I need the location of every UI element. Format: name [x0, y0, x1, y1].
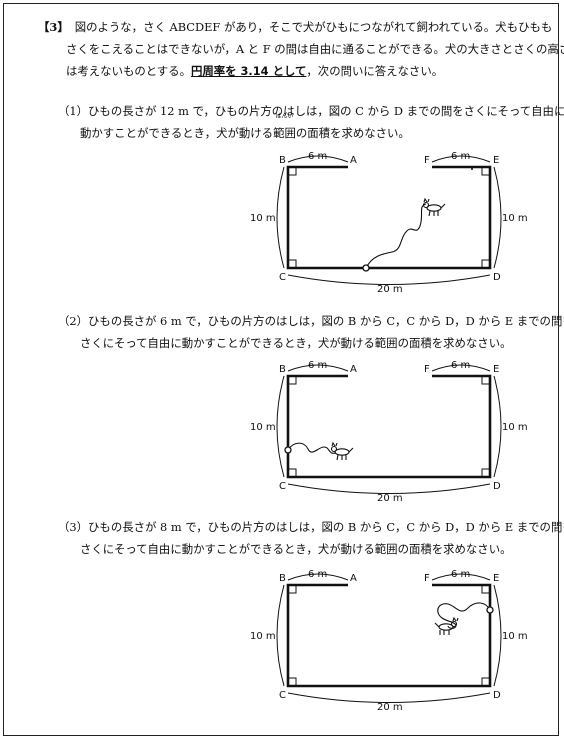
right-angle-mark-e — [481, 167, 490, 176]
dim-fe: 6 m — [451, 360, 470, 371]
label-d: D — [493, 481, 501, 492]
dim-arc-fe — [431, 573, 491, 581]
fence-diagram-1: B A F E C D 6 m 6 m 10 m 10 m 20 m — [250, 151, 528, 295]
dim-arc-bottom — [287, 483, 491, 494]
right-angle-mark-c — [288, 468, 297, 477]
question-3: （3）ひもの長さが 8 m で，ひもの片方のはしは，図の B から C，C から… — [58, 516, 564, 560]
question-2-line-2: さくにそって自由に動かすことができるとき，犬が動ける範囲の面積を求めなさい。 — [80, 336, 512, 350]
right-angle-mark-b — [288, 585, 297, 594]
label-a: A — [350, 364, 357, 375]
label-f: F — [424, 155, 430, 166]
dim-fe: 6 m — [451, 569, 470, 580]
leash-anchor — [284, 446, 292, 454]
leash — [437, 602, 491, 629]
right-angle-mark-b — [288, 167, 297, 176]
right-angle-mark-c — [288, 677, 297, 686]
fence-diagram-3: B A F E C D 6 m 6 m 10 m 10 m 20 m — [250, 569, 528, 713]
dim-arc-ab — [287, 155, 349, 163]
intro-line-3: は考えないものとする。円周率を 3.14 として，次の問いに答えなさい。 — [66, 64, 444, 78]
label-f: F — [424, 364, 430, 375]
fence-path — [286, 583, 492, 688]
dim-arc-left — [276, 166, 285, 269]
fence-dot — [471, 168, 473, 170]
question-2: （2）ひもの長さが 6 m で，ひもの片方のはしは，図の B から C，C から… — [58, 310, 564, 354]
dim-arc-left — [276, 584, 285, 687]
dim-ab: 6 m — [308, 360, 327, 371]
label-b: B — [279, 364, 286, 375]
dim-arc-right — [493, 584, 502, 687]
label-f: F — [424, 573, 430, 584]
dim-left: 10 m — [250, 422, 276, 433]
fence-path — [286, 165, 492, 270]
dim-ab: 6 m — [308, 151, 327, 162]
dim-arc-bottom — [287, 274, 491, 285]
dim-right: 10 m — [502, 422, 528, 433]
dim-bottom: 20 m — [377, 493, 403, 504]
dim-fe: 6 m — [451, 151, 470, 162]
question-3-line-2: さくにそって自由に動かすことができるとき，犬が動ける範囲の面積を求めなさい。 — [80, 542, 512, 556]
dim-right: 10 m — [502, 631, 528, 642]
dog-icon — [434, 616, 459, 635]
label-a: A — [350, 573, 357, 584]
right-angle-mark-d — [481, 468, 490, 477]
label-d: D — [493, 272, 501, 283]
fence-path — [286, 374, 492, 479]
label-c: C — [279, 690, 286, 701]
dim-left: 10 m — [250, 213, 276, 224]
dim-arc-ab — [287, 573, 349, 581]
intro-line-2: さくをこえることはできないが，A と F の間は自由に通ることができる。犬の大き… — [66, 42, 564, 56]
dim-arc-bottom — [287, 692, 491, 703]
dim-arc-ab — [287, 364, 349, 372]
dim-bottom: 20 m — [377, 284, 403, 295]
dim-left: 10 m — [250, 631, 276, 642]
label-c: C — [279, 481, 286, 492]
question-3-line-1: （3）ひもの長さが 8 m で，ひもの片方のはしは，図の B から C，C から… — [58, 520, 564, 534]
leash-anchor — [486, 606, 494, 614]
right-angle-mark-d — [481, 677, 490, 686]
problem-number: 【3】 — [38, 20, 69, 34]
label-e: E — [493, 364, 499, 375]
label-b: B — [279, 155, 286, 166]
dim-arc-fe — [431, 364, 491, 372]
problem-intro: 【3】図のような，さく ABCDEF があり，そこで犬がひもにつながれて飼われて… — [38, 16, 564, 82]
leash — [365, 203, 427, 269]
right-angle-mark-c — [288, 259, 297, 268]
pi-instruction: 円周率を 3.14 として — [190, 64, 307, 78]
dim-arc-left — [276, 375, 285, 478]
label-e: E — [493, 573, 499, 584]
right-angle-mark-b — [288, 376, 297, 385]
fence-diagram-2: B A F E C D 6 m 6 m 10 m 10 m 20 m — [250, 360, 528, 504]
dim-right: 10 m — [502, 213, 528, 224]
dim-bottom: 20 m — [377, 702, 403, 713]
question-3-label: （3） — [58, 520, 89, 534]
dog-icon — [422, 197, 446, 217]
label-d: D — [493, 690, 501, 701]
question-1-line-1: （1）ひもの長さが 12 m で，ひもの片方のはしは，図の C から D までの… — [58, 104, 564, 118]
dim-arc-fe — [431, 155, 491, 163]
right-angle-mark-d — [481, 259, 490, 268]
leash-anchor — [362, 264, 370, 272]
right-angle-mark-e — [481, 376, 490, 385]
ruby-hani: はんい範囲 — [273, 113, 296, 140]
leash — [287, 442, 337, 454]
question-2-label: （2） — [58, 314, 89, 328]
label-e: E — [493, 155, 499, 166]
dim-arc-right — [493, 375, 502, 478]
intro-line-1: 【3】図のような，さく ABCDEF があり，そこで犬がひもにつながれて飼われて… — [38, 20, 553, 34]
dim-arc-right — [493, 166, 502, 269]
ruby-reading: はんい — [275, 113, 294, 120]
label-c: C — [279, 272, 286, 283]
question-2-line-1: （2）ひもの長さが 6 m で，ひもの片方のはしは，図の B から C，C から… — [58, 314, 564, 328]
label-b: B — [279, 573, 286, 584]
question-1: （1）ひもの長さが 12 m で，ひもの片方のはしは，図の C から D までの… — [58, 100, 564, 144]
label-a: A — [350, 155, 357, 166]
dim-ab: 6 m — [308, 569, 327, 580]
question-1-label: （1） — [58, 104, 89, 118]
right-angle-mark-e — [481, 585, 490, 594]
page-frame — [3, 3, 559, 736]
question-1-line-2: 動かすことができるとき，犬が動けるはんい範囲の面積を求めなさい。 — [58, 113, 564, 144]
dog-icon — [330, 441, 354, 461]
